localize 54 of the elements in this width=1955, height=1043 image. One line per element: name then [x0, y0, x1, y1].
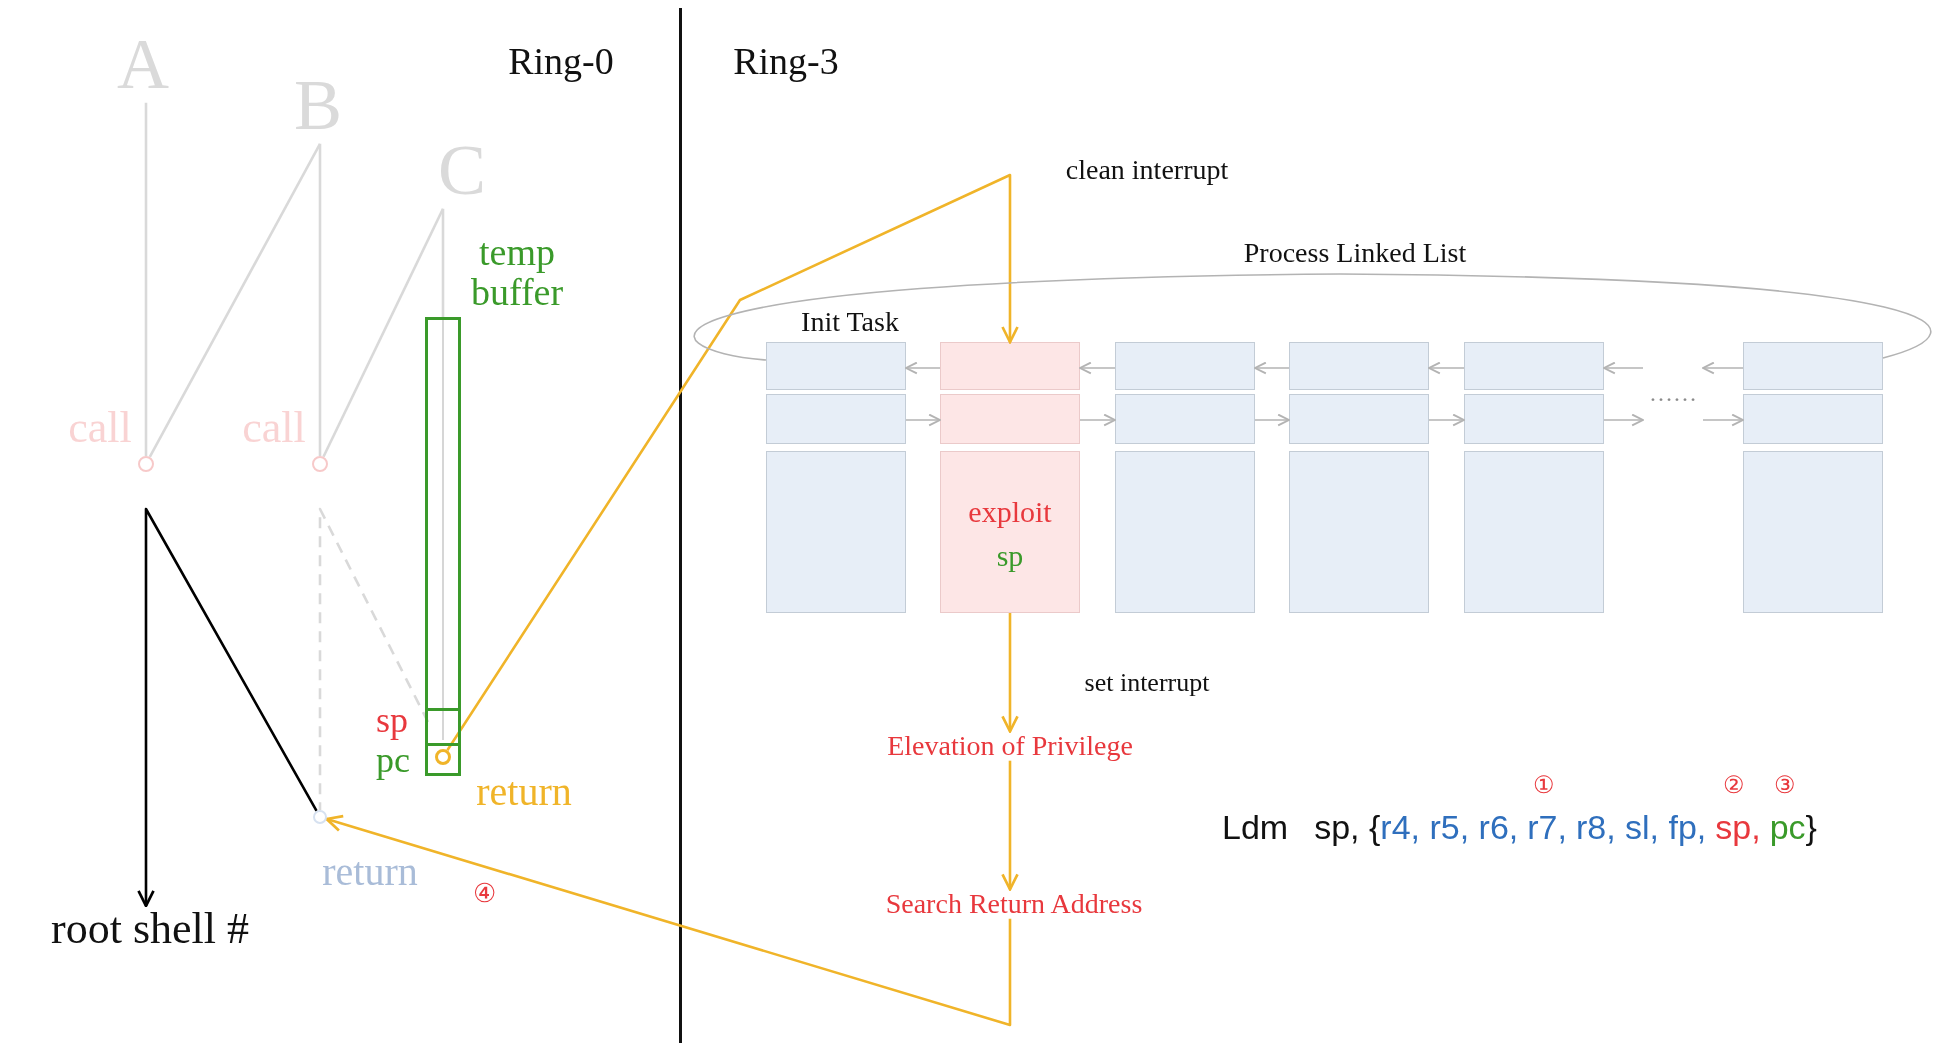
call-site-circle: [138, 456, 154, 472]
ring-label: Ring-0: [508, 42, 614, 82]
return-label: return: [476, 771, 572, 813]
register-name: r7,: [1527, 808, 1567, 847]
arrow: [905, 413, 941, 427]
instruction-mnemonic: Ldm: [1222, 808, 1289, 847]
arrow: [1254, 413, 1290, 427]
connector-line: [441, 208, 445, 317]
connector-line: [148, 143, 322, 458]
ellipsis-text: ……: [1643, 359, 1703, 429]
arrow: [137, 507, 318, 908]
call-site-circle: [312, 456, 328, 472]
buffer-box: [425, 317, 461, 776]
arrow: [1702, 413, 1744, 427]
return-address-circle: [435, 749, 451, 765]
arrow: [1603, 413, 1644, 427]
arrow: [1428, 413, 1465, 427]
ring-label: Ring-3: [733, 42, 839, 82]
register-label: pc: [376, 742, 410, 780]
register-list: r4, r5, r6,: [1380, 808, 1519, 847]
arrow: [1428, 361, 1465, 375]
register-name: pc: [1769, 808, 1806, 847]
task-body-text: sp: [996, 540, 1024, 572]
register-list: r8, sl, fp,: [1575, 808, 1707, 847]
connector-line: [144, 102, 148, 456]
arrow: [1603, 361, 1644, 375]
arrow: [1079, 361, 1116, 375]
arrow: [1001, 613, 1019, 733]
operand-text: }: [1805, 808, 1817, 847]
operand-text: sp, {: [1314, 808, 1381, 847]
arrow: [1001, 760, 1019, 891]
register-label: sp: [376, 702, 408, 740]
register-name: sp,: [1715, 808, 1761, 847]
task-body-text: exploit: [968, 496, 1052, 528]
return-point-circle: [313, 810, 327, 824]
arrow: [1079, 413, 1116, 427]
arrow: [1702, 361, 1744, 375]
arrow: [325, 814, 1012, 1027]
step-text: Elevation of Privilege: [887, 731, 1133, 761]
step-number: ②: [1723, 773, 1746, 799]
arrow: [446, 173, 1019, 751]
shell-prompt-text: root shell #: [51, 905, 249, 953]
step-number: ①: [1532, 773, 1555, 799]
arrow: [905, 361, 941, 375]
step-text: Search Return Address: [885, 889, 1143, 919]
dashed-line: [318, 507, 430, 810]
task-label: Init Task: [801, 307, 899, 337]
arrow: [1254, 361, 1290, 375]
connector-line: [322, 208, 445, 458]
return-label: return: [322, 851, 418, 893]
buffer-label: temp buffer: [469, 233, 565, 313]
connector-line: [318, 143, 322, 456]
loop-curve: [693, 273, 1932, 361]
step-number: ③: [1773, 773, 1796, 799]
